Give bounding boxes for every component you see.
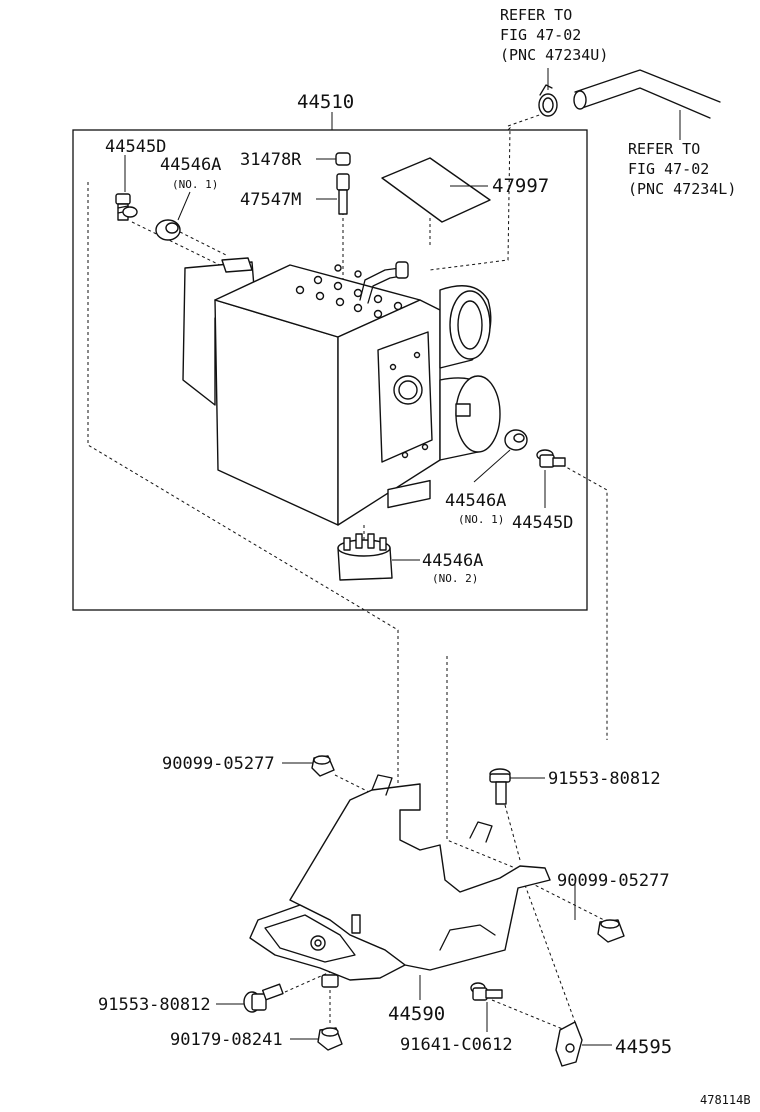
bolt-91553-left[interactable] — [243, 983, 284, 1013]
bolt-44545D-top[interactable] — [115, 193, 138, 221]
clip-44595[interactable] — [555, 1021, 583, 1067]
mount-44546A-no2[interactable] — [337, 533, 393, 581]
label-plate-47997[interactable] — [381, 157, 491, 223]
label-90179[interactable]: 90179-08241 — [170, 1030, 283, 1050]
label-44546A-low[interactable]: 44546A — [422, 551, 483, 571]
refer-note-47234U-line1: REFER TO — [500, 6, 572, 24]
label-31478R[interactable]: 31478R — [240, 150, 302, 170]
leader-44546A-top — [177, 191, 191, 221]
label-91641[interactable]: 91641-C0612 — [400, 1035, 513, 1055]
refer-note-47234U[interactable]: REFER TO FIG 47-02 (PNC 47234U) — [500, 6, 608, 64]
refer-note-47234L-line3: (PNC 47234L) — [628, 180, 736, 198]
figure-id: 478114B — [700, 1093, 751, 1107]
bolt-44545D-mid[interactable] — [536, 449, 566, 468]
hose-clip[interactable] — [538, 84, 558, 117]
assembly-label-44510[interactable]: 44510 — [297, 91, 354, 113]
label-44546A-low-sub: (NO. 2) — [432, 572, 478, 585]
label-44546A-top[interactable]: 44546A — [160, 155, 221, 175]
leader-44546A-mid — [473, 449, 511, 483]
bolt-91641[interactable] — [470, 982, 503, 1001]
label-44590[interactable]: 44590 — [388, 1003, 445, 1025]
refer-note-47234L[interactable]: REFER TO FIG 47-02 (PNC 47234L) — [628, 140, 736, 198]
label-44546A-mid[interactable]: 44546A — [445, 491, 506, 511]
refer-note-47234L-line1: REFER TO — [628, 140, 700, 158]
nut-90099-right[interactable] — [597, 919, 625, 943]
port-holes — [295, 264, 403, 319]
abs-actuator-body[interactable] — [182, 257, 501, 526]
label-44546A-mid-sub: (NO. 1) — [458, 513, 504, 526]
refer-note-47234U-line2: FIG 47-02 — [500, 26, 581, 44]
grommet-44546A-top[interactable] — [155, 219, 181, 241]
label-91553-right[interactable]: 91553-80812 — [548, 769, 661, 789]
brake-hose[interactable] — [573, 69, 721, 119]
bracket-44590[interactable] — [249, 774, 551, 988]
nut-90099-left[interactable] — [311, 755, 335, 777]
refer-note-47234L-line2: FIG 47-02 — [628, 160, 709, 178]
label-90099-left[interactable]: 90099-05277 — [162, 754, 275, 774]
grommet-44546A-mid[interactable] — [504, 429, 528, 451]
nut-90179[interactable] — [317, 1027, 343, 1051]
label-47547M[interactable]: 47547M — [240, 190, 301, 210]
label-44545D-mid[interactable]: 44545D — [512, 513, 573, 533]
bolt-91553-right[interactable] — [489, 768, 511, 805]
label-44545D-top[interactable]: 44545D — [105, 137, 166, 157]
label-91553-left[interactable]: 91553-80812 — [98, 995, 211, 1015]
plug-47547M[interactable] — [336, 173, 350, 215]
assembly-frame — [72, 129, 588, 611]
label-44546A-top-sub: (NO. 1) — [172, 178, 218, 191]
label-44595[interactable]: 44595 — [615, 1036, 672, 1058]
refer-note-47234U-line3: (PNC 47234U) — [500, 46, 608, 64]
label-47997[interactable]: 47997 — [492, 175, 549, 197]
cap-31478R[interactable] — [335, 152, 351, 166]
label-90099-right[interactable]: 90099-05277 — [557, 871, 670, 891]
